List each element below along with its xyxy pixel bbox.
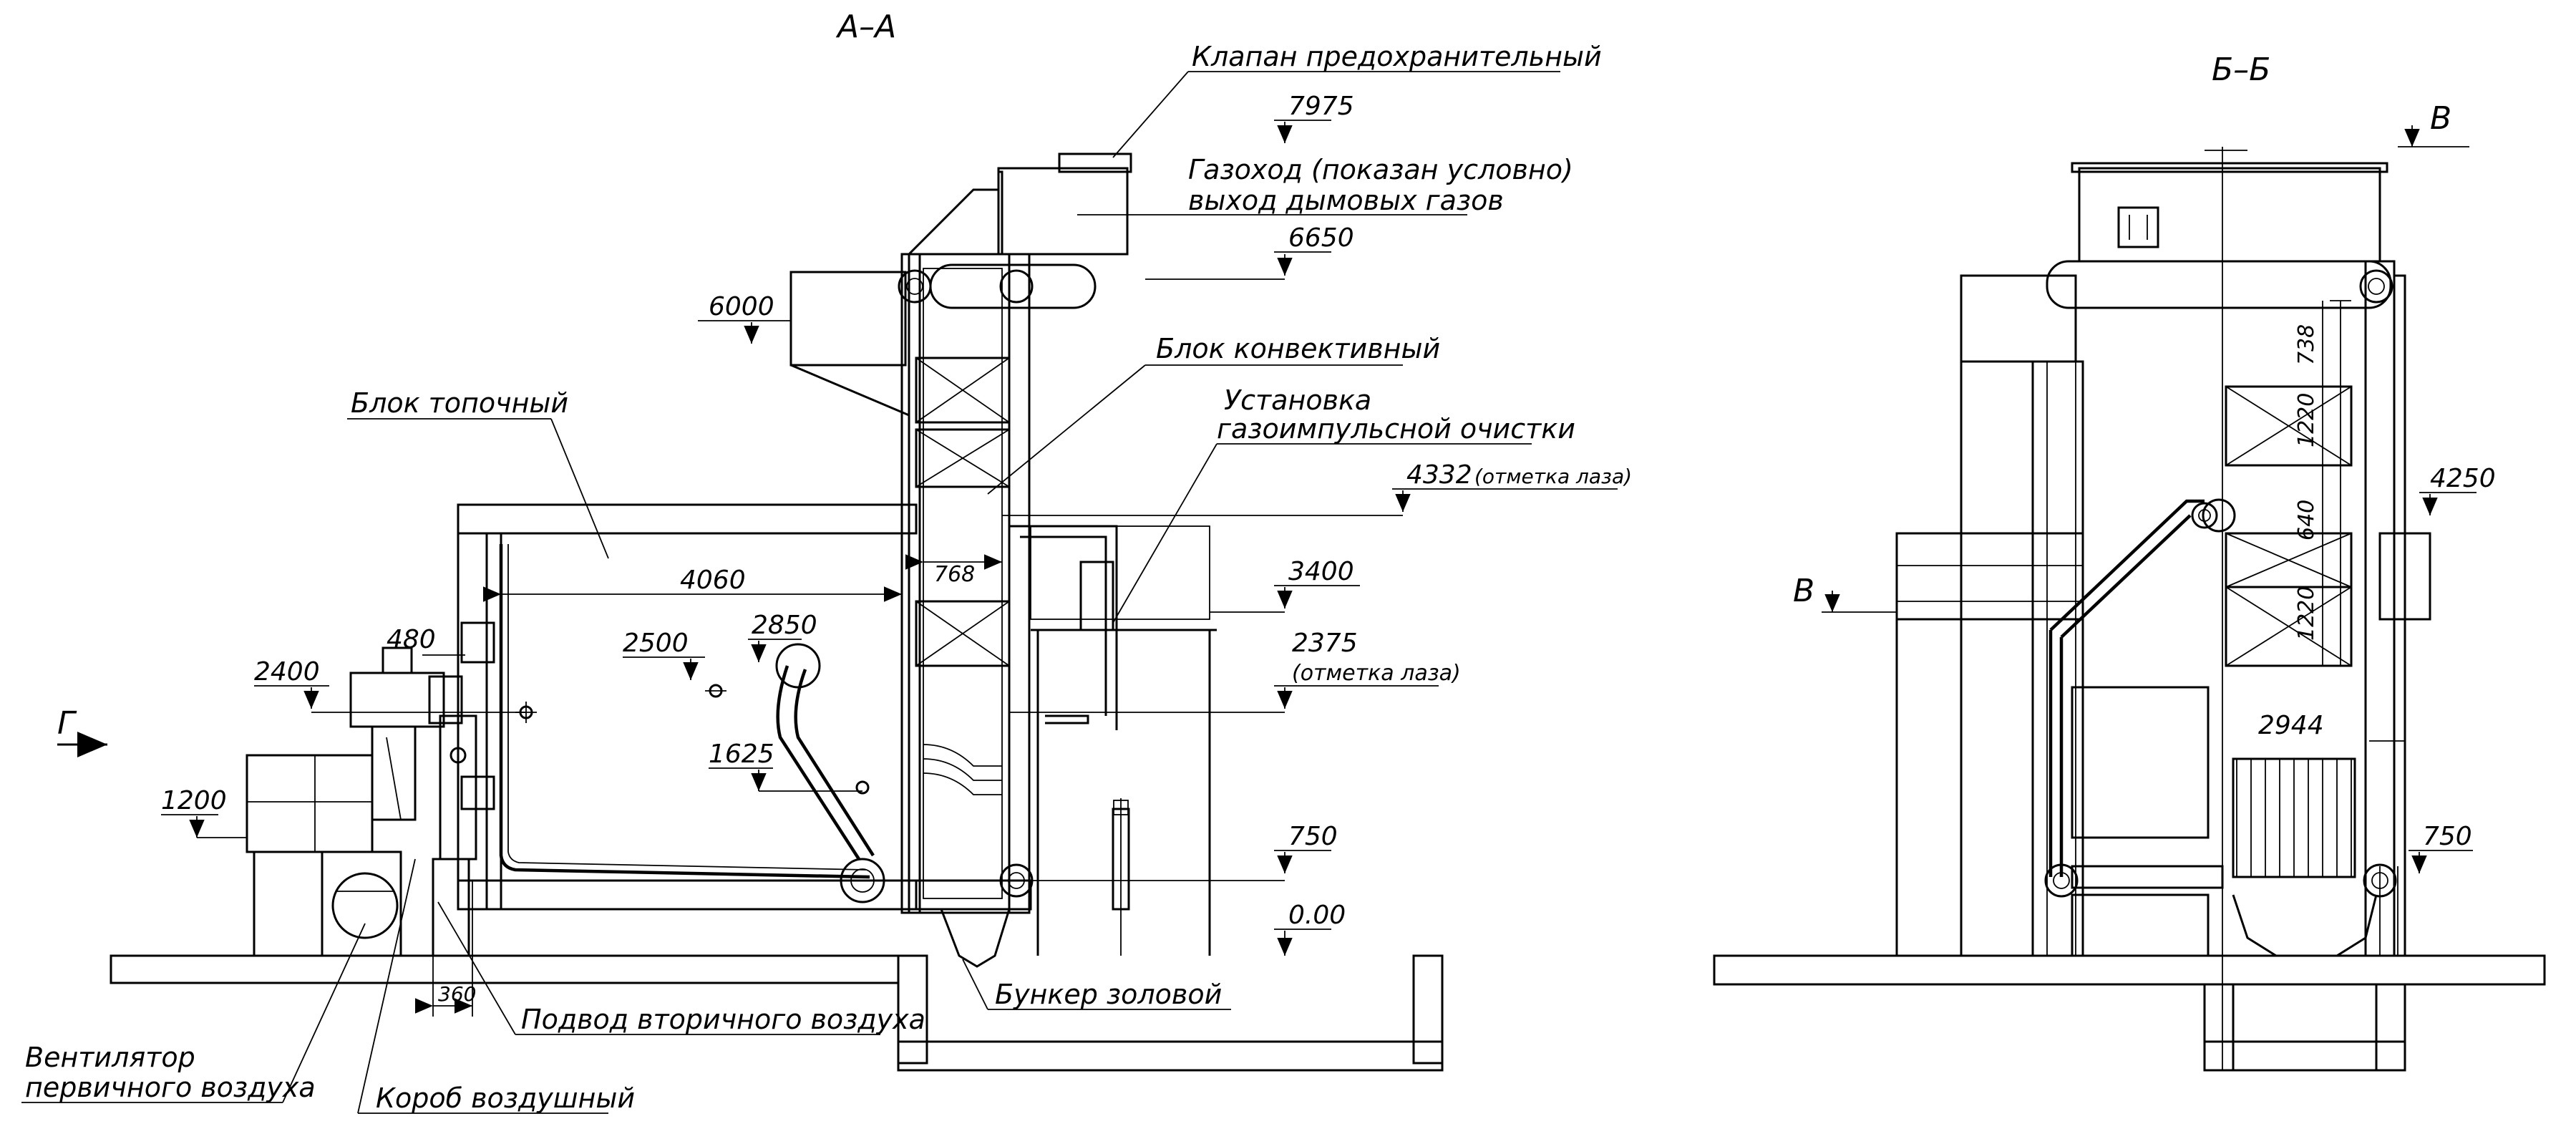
left-structure-b: [1895, 360, 2084, 957]
dim-738: 738: [2294, 324, 2319, 365]
label-fan-line2: первичного воздуха: [25, 1072, 316, 1103]
dim-4060: 4060: [680, 566, 746, 595]
convective-packages-b: [2191, 301, 2353, 667]
label-cleaning-line1: Установка: [1224, 384, 1371, 416]
ground-a: [110, 954, 1444, 1072]
label-convective-block: Блок конвективный: [1156, 333, 1440, 364]
label-flue-line1: Газоход (показан условно): [1188, 154, 1573, 185]
callout-leaders-a: [21, 71, 1560, 1114]
dim-360: 360: [438, 982, 476, 1006]
dim-2944: 2944: [2258, 711, 2324, 740]
elev-0: 0.00: [1288, 901, 1346, 930]
elev-750-a: 750: [1288, 822, 1338, 851]
gas-impulse-cleaning: [1009, 525, 1217, 956]
section-b: Б–Б: [1713, 52, 2546, 1072]
label-air-duct: Короб воздушный: [376, 1082, 635, 1114]
elev-750-b: 750: [2423, 822, 2472, 851]
dim-480: 480: [387, 625, 436, 654]
section-a-title: А–А: [835, 9, 896, 45]
label-furnace-block: Блок топочный: [351, 387, 568, 419]
elev-1200: 1200: [161, 786, 227, 815]
label-fan-line1: Вентилятор: [25, 1042, 195, 1073]
top-structure-b: [1960, 147, 2392, 1070]
right-structure-b: [2364, 260, 2431, 957]
primary-fan: [246, 754, 402, 957]
convective-block: [898, 253, 1097, 968]
elev-2850: 2850: [752, 611, 817, 640]
dim-1220-b: 1220: [2294, 586, 2319, 641]
label-cleaning-line2: газоимпульсной очистки: [1217, 413, 1575, 445]
burner-assembly: [349, 646, 477, 957]
label-relief-valve: Клапан предохранительный: [1192, 41, 1602, 72]
elev-2500: 2500: [623, 629, 689, 658]
elev-4332-note: (отметка лаза): [1474, 465, 1632, 488]
dim-768: 768: [934, 562, 975, 587]
elev-6650: 6650: [1288, 223, 1354, 253]
elev-6000: 6000: [709, 292, 774, 321]
ground-b: [1713, 954, 2546, 1072]
flue-duct: [789, 152, 1132, 417]
elev-2400: 2400: [254, 657, 320, 687]
elev-7975: 7975: [1288, 92, 1354, 121]
elev-1625: 1625: [709, 740, 774, 769]
elev-3400: 3400: [1288, 557, 1354, 586]
elev-4332: 4332: [1406, 460, 1472, 490]
screen-tubes-b: [2044, 269, 2397, 957]
view-marker-v-top: В: [2430, 100, 2451, 137]
elev-2375: 2375: [1292, 629, 1358, 658]
label-ash-hopper: Бункер золовой: [995, 979, 1222, 1010]
view-marker-v-left: В: [1793, 573, 1814, 609]
view-marker-g: Г: [57, 705, 77, 742]
dimension-chain-b: [1822, 125, 2477, 873]
label-flue-line2: выход дымовых газов: [1188, 185, 1504, 216]
label-secondary-air: Подвод вторичного воздуха: [521, 1004, 925, 1035]
elev-4250: 4250: [2430, 464, 2496, 493]
dim-640: 640: [2294, 500, 2319, 541]
section-a: А–А: [21, 9, 1632, 1114]
section-b-title: Б–Б: [2212, 52, 2270, 88]
elevation-marks-a: [57, 120, 1618, 1017]
dim-1220-a: 1220: [2294, 393, 2319, 447]
elev-2375-note: (отметка лаза): [1292, 661, 1461, 686]
furnace-block: [457, 503, 918, 911]
